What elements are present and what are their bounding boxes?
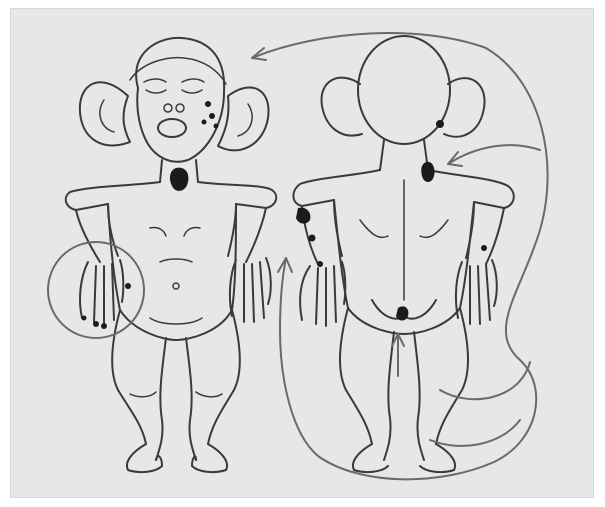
front-groin xyxy=(150,318,202,324)
back-left-hand xyxy=(300,262,345,326)
back-left-ear xyxy=(322,78,362,136)
connecting-arrows xyxy=(252,33,548,479)
face-lesion xyxy=(205,101,211,107)
front-left-foot xyxy=(127,444,162,472)
fingertip-lesion xyxy=(93,321,99,327)
front-torso xyxy=(108,204,236,340)
back-arm-lesion xyxy=(309,235,316,242)
back-shoulder-lesion xyxy=(421,162,434,182)
front-right-foot xyxy=(192,444,227,472)
front-right-brow xyxy=(182,79,204,82)
front-view-figure xyxy=(48,38,276,472)
front-right-arm xyxy=(228,204,266,262)
front-left-ear xyxy=(80,82,130,145)
lower-curve-arrow xyxy=(440,362,530,399)
back-left-scapula xyxy=(360,220,388,237)
fingertip-lesion xyxy=(82,316,87,321)
hand-lesion xyxy=(125,283,131,289)
back-left-shoulder xyxy=(293,170,380,206)
front-navel xyxy=(173,283,179,289)
sacral-lesion xyxy=(396,306,408,320)
front-abdomen xyxy=(160,259,192,262)
front-mouth xyxy=(158,119,186,137)
front-left-eye xyxy=(146,90,166,93)
back-wrist-lesion xyxy=(317,261,323,267)
front-left-brow xyxy=(144,79,166,82)
front-head-outline xyxy=(136,38,224,162)
front-chest-left xyxy=(150,227,166,236)
back-right-foot xyxy=(420,444,455,472)
back-ear-lesion xyxy=(436,120,444,128)
front-right-knee xyxy=(196,392,222,397)
back-left-foot xyxy=(353,444,388,472)
neck-lesion xyxy=(170,168,188,191)
front-right-ear-inner xyxy=(238,104,252,136)
back-left-arm xyxy=(302,200,342,264)
face-lesion xyxy=(214,124,219,129)
back-right-arm xyxy=(466,202,504,264)
front-right-nostril xyxy=(176,104,184,112)
front-left-shoulder xyxy=(66,182,160,210)
inner-curve-arrow xyxy=(448,145,540,164)
back-view-figure xyxy=(293,36,513,472)
front-neck-left xyxy=(160,160,162,182)
fingertip-lesion xyxy=(101,323,107,329)
face-lesion xyxy=(209,113,215,119)
front-hairline xyxy=(130,58,226,84)
back-head-outline xyxy=(358,36,450,144)
face-lesion xyxy=(202,120,207,125)
back-right-arm-lesion xyxy=(481,245,487,251)
front-left-nostril xyxy=(164,104,172,112)
back-right-scapula xyxy=(420,220,448,237)
back-elbow-lesion xyxy=(296,208,310,224)
front-right-shoulder xyxy=(198,182,276,208)
front-right-leg xyxy=(186,310,240,460)
front-neck-right xyxy=(196,160,198,182)
front-left-ear-inner xyxy=(100,100,114,132)
front-left-knee xyxy=(130,392,156,397)
front-chest-right xyxy=(184,227,200,236)
front-right-ear xyxy=(218,87,269,150)
front-right-eye xyxy=(182,90,202,93)
back-right-shoulder xyxy=(428,170,514,208)
